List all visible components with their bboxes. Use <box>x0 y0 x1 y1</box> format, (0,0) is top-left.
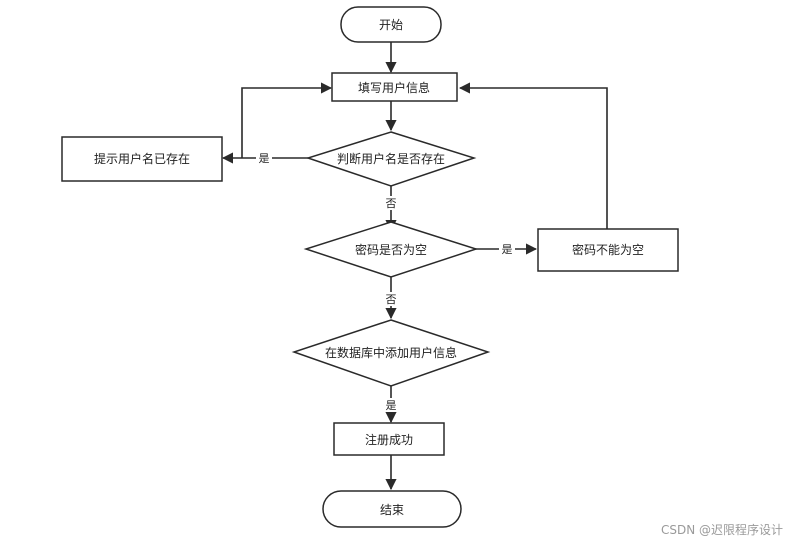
edge-label-password-yes: 是 <box>502 243 513 256</box>
edge-label-username-no: 否 <box>386 197 397 210</box>
node-add-to-db: 在数据库中添加用户信息 <box>291 319 491 387</box>
edge-label-username-yes: 是 <box>259 152 270 165</box>
node-check-password-label: 密码是否为空 <box>355 242 427 257</box>
node-fill-user-info-label: 填写用户信息 <box>358 80 430 95</box>
node-start-label: 开始 <box>379 18 403 32</box>
watermark-text: CSDN @迟限程序设计 <box>660 523 783 537</box>
node-start: 开始 <box>340 6 442 43</box>
node-password-empty-tip: 密码不能为空 <box>537 228 679 272</box>
edge-exists-back-to-fill <box>241 82 333 158</box>
node-end: 结束 <box>322 490 462 528</box>
node-fill-user-info: 填写用户信息 <box>331 72 458 102</box>
node-end-label: 结束 <box>380 503 404 517</box>
edge-labels: 是 否 是 否 是 <box>256 151 515 412</box>
node-add-to-db-label: 在数据库中添加用户信息 <box>325 345 457 360</box>
edge-empty-back-to-fill <box>458 82 608 229</box>
node-register-success: 注册成功 <box>333 422 445 456</box>
edge-label-add-yes: 是 <box>386 399 397 412</box>
node-check-username-label: 判断用户名是否存在 <box>337 151 445 166</box>
node-check-username: 判断用户名是否存在 <box>305 131 477 187</box>
node-password-empty-tip-label: 密码不能为空 <box>572 242 644 257</box>
node-register-success-label: 注册成功 <box>365 432 413 447</box>
node-user-exists-tip-label: 提示用户名已存在 <box>94 151 190 166</box>
node-user-exists-tip: 提示用户名已存在 <box>61 136 223 182</box>
node-check-password: 密码是否为空 <box>303 221 479 278</box>
edge-label-password-no: 否 <box>386 293 397 306</box>
